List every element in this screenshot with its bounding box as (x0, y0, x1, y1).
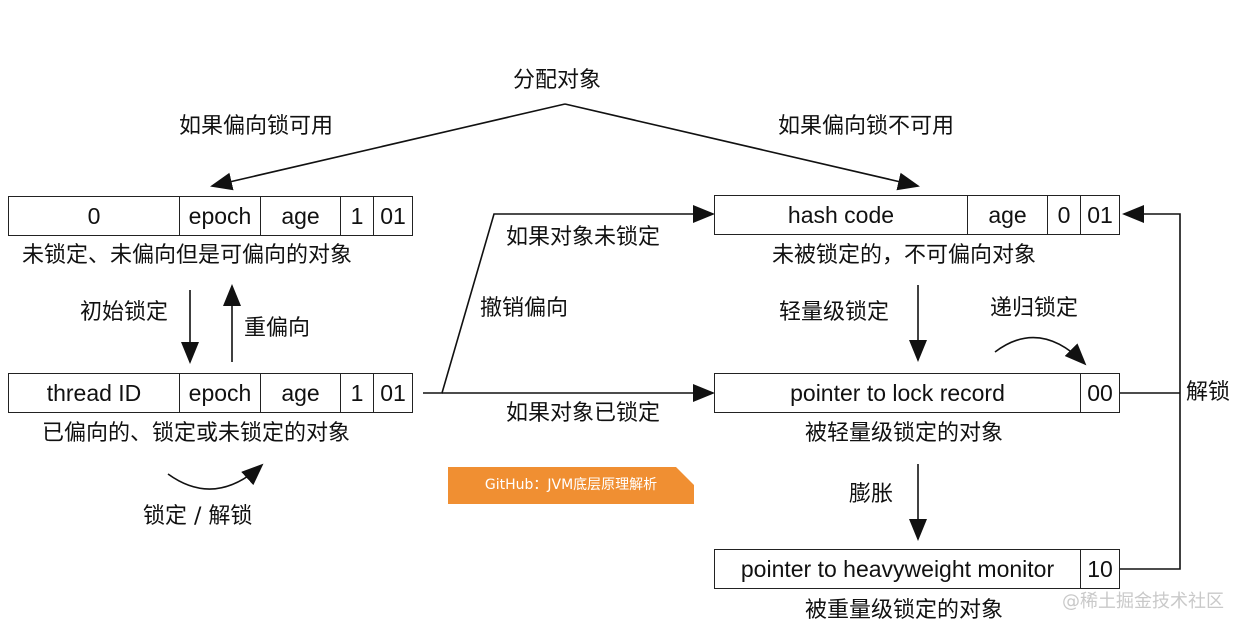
light-locked-label: 被轻量级锁定的对象 (805, 421, 1004, 446)
if-unlocked-label: 如果对象未锁定 (506, 225, 661, 250)
arrow-to-biasable (210, 103, 566, 191)
header-unbiased-cell-0: hash code (714, 195, 968, 235)
watermark: @稀土掘金技术社区 (1062, 591, 1224, 612)
bias-available-label: 如果偏向锁可用 (179, 114, 334, 139)
header-unbiased-cell-2: 0 (1047, 195, 1081, 235)
heavy-locked-label: 被重量级锁定的对象 (805, 598, 1004, 623)
bias-unavailable-label: 如果偏向锁不可用 (778, 114, 955, 139)
arrow-recursive-curve (994, 336, 1087, 366)
unlock-label: 解锁 (1186, 380, 1231, 405)
header-biased-cell-2: age (260, 373, 341, 413)
arrow-lock-unlock-curve (167, 463, 264, 490)
header-unbiased-cell-1: age (967, 195, 1048, 235)
header-biasable-cell-4: 01 (373, 196, 413, 236)
if-locked-label: 如果对象已锁定 (506, 401, 661, 426)
recursive-lock-label: 递归锁定 (990, 296, 1079, 321)
header-biased-cell-1: epoch (179, 373, 261, 413)
header-biasable-cell-3: 1 (340, 196, 374, 236)
lock-unlock-label: 锁定 / 解锁 (143, 504, 253, 529)
header-biased-cell-3: 1 (340, 373, 374, 413)
header-heavyweight-cell-0: pointer to heavyweight monitor (714, 549, 1081, 589)
biased-label: 已偏向的、锁定或未锁定的对象 (42, 421, 351, 446)
header-lightweight-cell-1: 00 (1080, 373, 1120, 413)
init-lock-label: 初始锁定 (80, 300, 169, 325)
header-biasable-cell-0: 0 (8, 196, 180, 236)
light-lock-label: 轻量级锁定 (779, 300, 890, 325)
header-biased-cell-0: thread ID (8, 373, 180, 413)
header-biasable-cell-2: age (260, 196, 341, 236)
arrow-if-unlocked (423, 205, 715, 394)
header-biased-cell-4: 01 (373, 373, 413, 413)
header-heavyweight-cell-1: 10 (1080, 549, 1120, 589)
header-lightweight-cell-0: pointer to lock record (714, 373, 1081, 413)
inflate-label: 膨胀 (849, 482, 894, 507)
source-note: GitHub：JVM底层原理解析 (448, 467, 694, 504)
unlocked-biasable-label: 未锁定、未偏向但是可偏向的对象 (22, 243, 353, 268)
rebias-label: 重偏向 (244, 316, 311, 341)
header-biasable-cell-1: epoch (179, 196, 261, 236)
allocate-label: 分配对象 (513, 68, 602, 93)
unlocked-nonbiasable-label: 未被锁定的，不可偏向对象 (772, 243, 1037, 268)
arrow-unlock-loop (1120, 205, 1181, 570)
revoke-bias-label: 撤销偏向 (480, 296, 569, 321)
arrow-to-unbiased (564, 103, 920, 191)
header-unbiased-cell-3: 01 (1080, 195, 1120, 235)
